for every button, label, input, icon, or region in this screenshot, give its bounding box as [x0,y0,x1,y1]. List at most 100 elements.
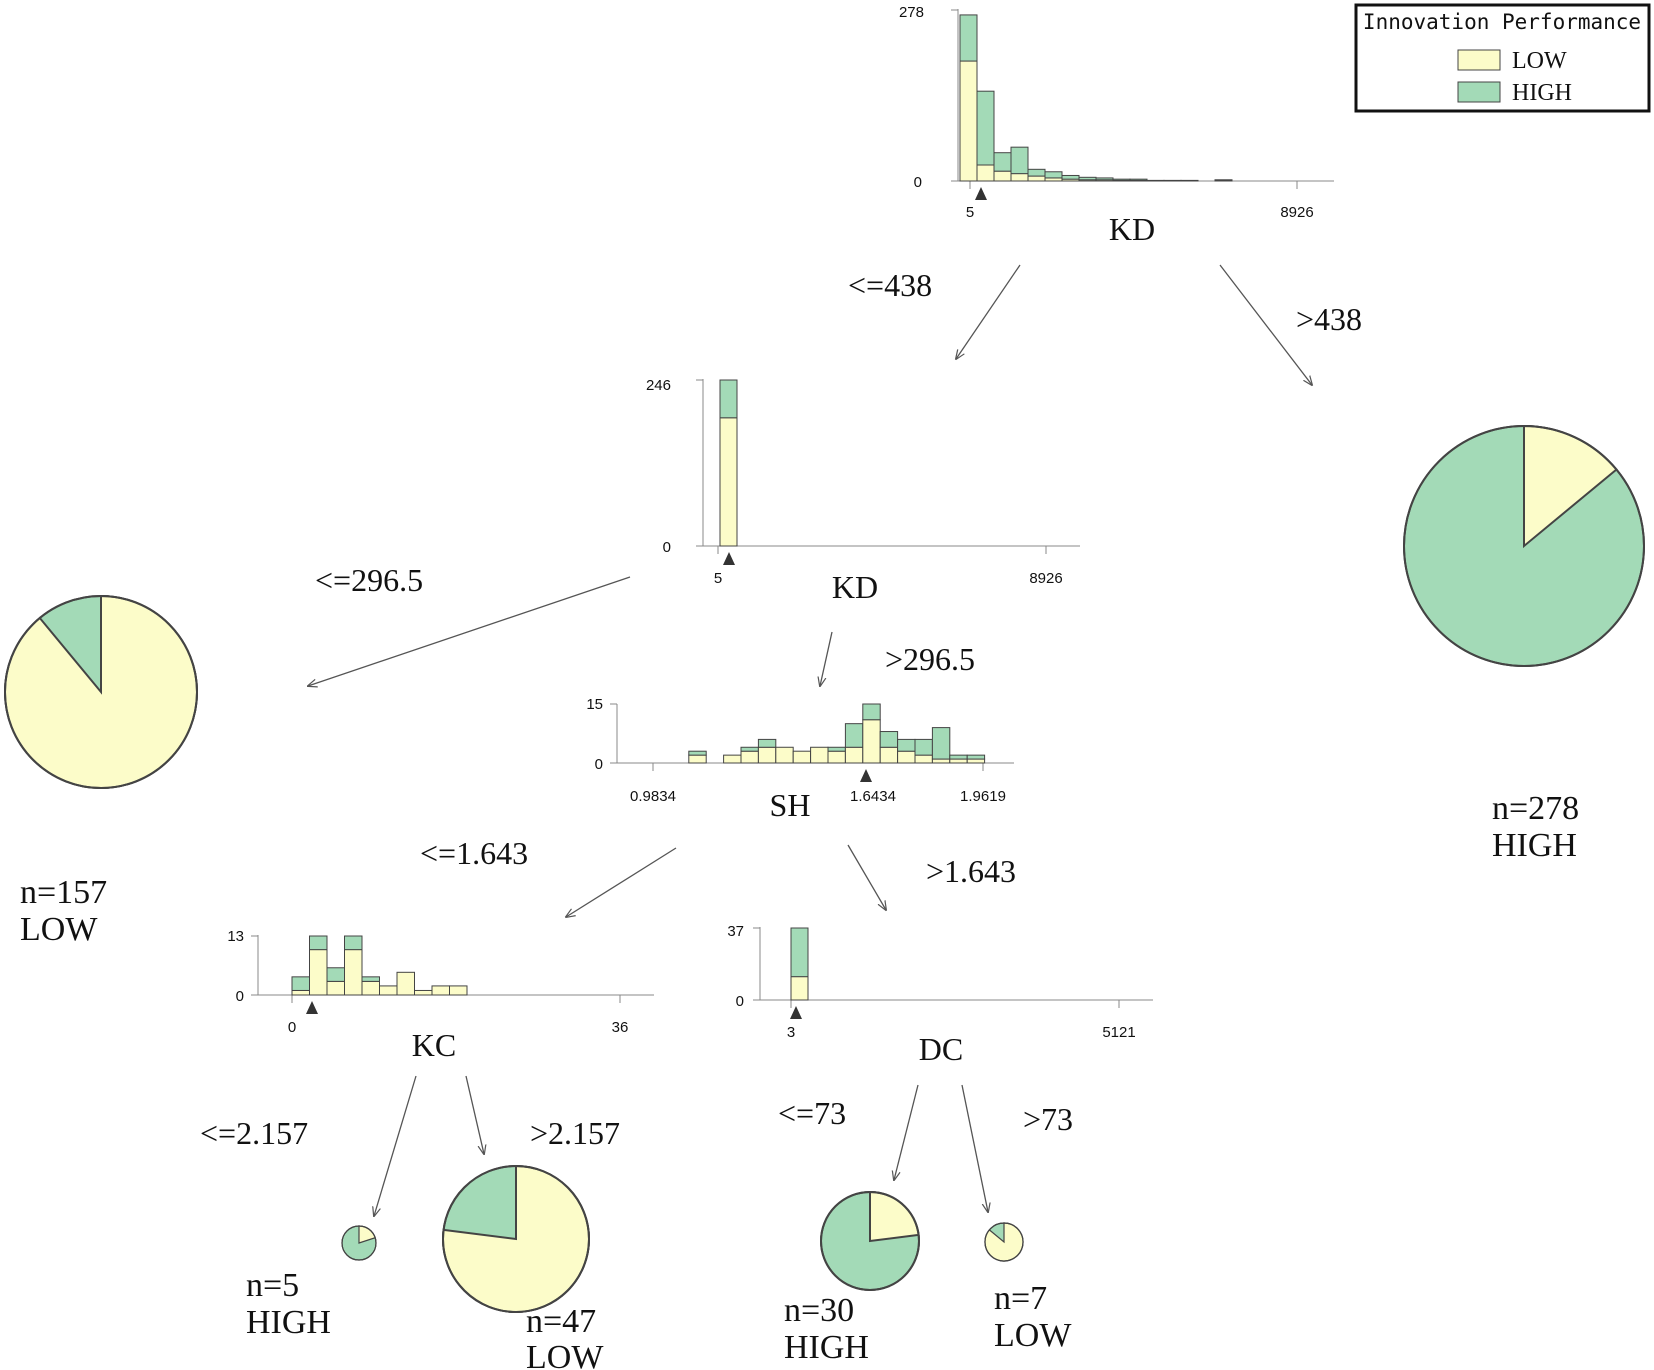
leaf-kc-right-class: LOW [526,1339,604,1370]
bar-high [790,927,809,978]
bar-high [344,935,363,951]
bar-low [914,754,933,764]
tree-edges [308,264,1312,1216]
bars [790,927,809,1001]
edge-label-kc-right: >2.157 [530,1115,620,1151]
legend-swatch-low [1457,49,1501,71]
pie-outline [984,1222,1024,1262]
variable-label: SH [770,787,811,823]
edge-root-left [956,264,1021,359]
bar-low [966,758,986,764]
bar-low [396,971,415,996]
pie-leaf-kc-right [442,1164,590,1313]
pie-outline [442,1165,590,1313]
bar-low [993,170,1012,182]
bar-low [291,989,310,996]
pie-leaf-dc-right [984,1222,1024,1262]
x-min-label: 0 [288,1019,296,1036]
bar-high [827,746,846,752]
edge-label-kd2-right: >296.5 [885,641,975,677]
split-marker [723,552,735,565]
bar-high [309,935,328,951]
x-max-label: 8926 [1029,570,1062,587]
bar-low [688,754,707,764]
bars [291,935,468,996]
bar-low [959,60,978,182]
x-max-label: 36 [612,1019,629,1036]
bar-high [949,754,968,760]
leaf-dc-right-class: LOW [994,1317,1072,1354]
x-min-label: 5 [714,570,722,587]
leaf-dc-left-n: n=30 [784,1292,854,1329]
bar-high [862,703,881,721]
bar-low [862,719,881,764]
y-max-label: 37 [727,923,744,940]
y-max-label: 13 [227,928,244,945]
x-max-label: 8926 [1280,204,1313,221]
bar-low [879,746,899,764]
histogram-node-kc: 13 0 0 36 KC [227,928,654,1063]
legend-label-high: HIGH [1512,80,1572,106]
bar-high [1180,179,1199,182]
variable-label: KC [412,1027,456,1063]
y-min-label: 0 [595,756,603,773]
bar-low [309,949,328,996]
bar-low [431,985,450,996]
edge-kd2-right [820,631,833,686]
bar-low [723,754,742,764]
bar-low [719,417,738,547]
bar-high [993,152,1012,172]
bar-high [1214,179,1233,181]
bar-high [976,90,995,166]
bar-high [1112,178,1131,181]
y-min-label: 0 [914,174,922,191]
split-marker [860,769,872,782]
edge-label-root-right: >438 [1296,301,1362,337]
edge-sh-right [847,844,886,910]
edge-label-sh-right: >1.643 [926,853,1016,889]
bar-low [949,758,968,764]
bar-low [1027,175,1046,182]
edge-kc-right [465,1075,484,1154]
variable-label: KD [832,569,878,605]
edge-label-root-left: <=438 [848,267,932,303]
edge-sh-left [566,847,677,917]
histogram-root-kd: 278 0 5 8926 KD [899,4,1334,247]
leaf-labels: n=278 HIGH n=157 LOW n=5 HIGH n=47 LOW n… [20,790,1579,1370]
bar-high [757,738,777,748]
variable-label: DC [919,1031,963,1067]
edge-dc-left [894,1084,919,1180]
pie-outline [1403,425,1645,667]
bar-high [1010,146,1029,175]
bar-low [931,758,951,764]
legend-label-low: LOW [1512,48,1567,74]
bar-low [1010,173,1029,182]
x-min-label: 3 [787,1024,795,1041]
edge-kd2-left [308,576,631,686]
edge-dc-right [961,1084,988,1212]
x-max-label: 5121 [1102,1024,1135,1041]
pie-leaf-right [1403,424,1645,667]
leaf-right-class: HIGH [1492,827,1577,864]
bar-low [790,976,809,1001]
legend-title: Innovation Performance [1363,10,1641,34]
legend: Innovation Performance LOW HIGH [1354,3,1651,113]
bar-low [792,750,812,764]
y-max-label: 15 [586,696,603,713]
y-min-label: 0 [736,993,744,1010]
x-split-label: 1.6434 [850,788,896,805]
histogram-node-sh: 15 0 0.9834 1.6434 1.9619 SH [586,696,1014,823]
leaf-kc-left-n: n=5 [246,1267,299,1304]
bar-high [1078,176,1097,181]
bar-high [1129,178,1148,181]
split-marker [975,187,987,200]
bar-high [914,738,933,756]
y-max-label: 278 [899,4,924,21]
split-marker [306,1001,318,1014]
leaf-kc-left-class: HIGH [246,1304,331,1341]
x-min-label: 5 [966,204,974,221]
bar-low [897,750,916,764]
bar-low [810,746,829,764]
bar-low [757,746,777,764]
